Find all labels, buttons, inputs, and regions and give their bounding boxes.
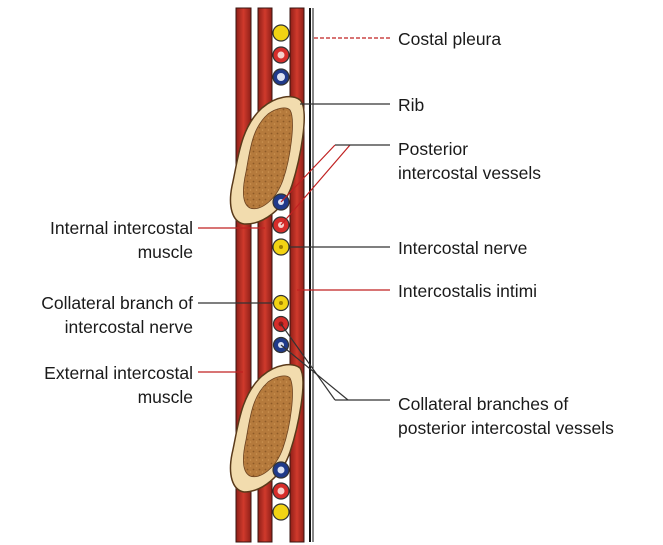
intercostal-nerve-circle [273,239,289,255]
label-collateral-nerve-line2: intercostal nerve [41,315,193,339]
top-artery [273,47,289,63]
label-posterior-vessels-line1: Posterior [398,137,541,161]
bottom-vein [273,462,289,478]
top-vein [273,69,289,85]
label-intercostalis-intimi: Intercostalis intimi [398,279,537,303]
label-costal-pleura: Costal pleura [398,27,501,51]
label-collateral-vessels: Collateral branches of posterior interco… [398,392,614,440]
label-intercostal-nerve-text: Intercostal nerve [398,236,527,260]
label-collateral-nerve-line1: Collateral branch of [41,291,193,315]
label-internal-muscle: Internal intercostal muscle [50,216,193,264]
bottom-artery [273,483,289,499]
bottom-nerve [273,504,289,520]
label-costal-pleura-text: Costal pleura [398,27,501,51]
costal-pleura-line [310,8,313,542]
label-posterior-vessels: Posterior intercostal vessels [398,137,541,185]
label-internal-muscle-line1: Internal intercostal [50,216,193,240]
label-external-muscle: External intercostal muscle [44,361,193,409]
label-posterior-vessels-line2: intercostal vessels [398,161,541,185]
label-intercostalis-intimi-text: Intercostalis intimi [398,279,537,303]
label-external-muscle-line2: muscle [44,385,193,409]
label-rib-text: Rib [398,93,424,117]
label-internal-muscle-line2: muscle [50,240,193,264]
label-collateral-vessels-line2: posterior intercostal vessels [398,416,614,440]
label-rib: Rib [398,93,424,117]
intercostalis-intimi-strip [290,8,304,542]
collateral-nerve-circle [274,296,289,311]
label-collateral-nerve: Collateral branch of intercostal nerve [41,291,193,339]
top-nerve [273,25,289,41]
label-collateral-vessels-line1: Collateral branches of [398,392,614,416]
label-intercostal-nerve: Intercostal nerve [398,236,527,260]
label-external-muscle-line1: External intercostal [44,361,193,385]
